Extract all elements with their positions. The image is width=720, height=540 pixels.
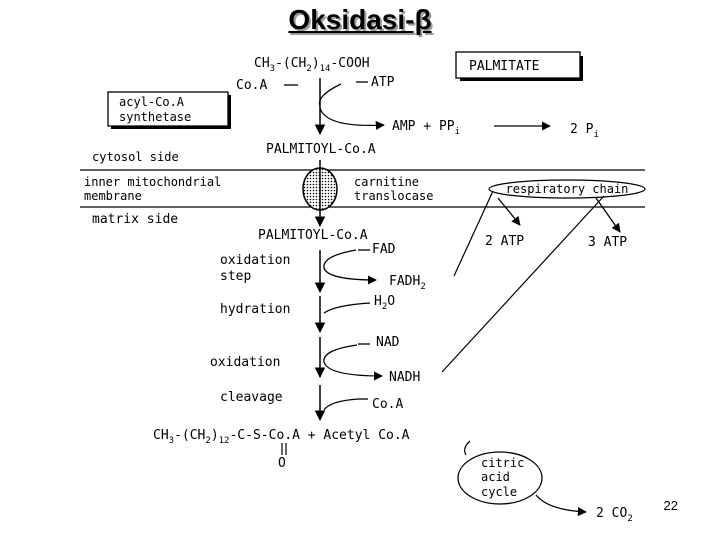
fadh2-to-chain-line <box>453 190 494 277</box>
palmitate-label: PALMITATE <box>469 59 539 74</box>
coa-cleavage-curve <box>323 398 359 411</box>
palmitoyl-coa-cytosol: PALMITOYL-Co.A <box>266 142 376 157</box>
carnitine-label-1: carnitine <box>354 175 419 189</box>
co2-arrow <box>535 494 587 517</box>
citric-label-3: cycle <box>481 485 517 499</box>
citric-label-1: citric <box>481 456 524 470</box>
h2o-curve <box>323 302 371 314</box>
page-number: 22 <box>663 498 678 513</box>
enzyme-label-2: synthetase <box>119 110 191 124</box>
h2o-label: H2O <box>374 294 395 312</box>
oxidation-step-label-2: step <box>220 269 251 284</box>
acetyl-to-cycle-line <box>464 440 471 456</box>
arrow-to-2atp <box>497 197 521 226</box>
coa-input-label: Co.A <box>236 78 267 93</box>
hydration-label: hydration <box>220 302 290 317</box>
cytosol-side-label: cytosol side <box>92 150 179 164</box>
inner-membrane-label-1: inner mitochondrial <box>84 175 221 189</box>
amp-curve-arrow <box>319 107 385 130</box>
fad-curve-arrow <box>323 249 377 285</box>
product-formula: CH3-(CH2)12-C-S-Co.A + Acetyl Co.A <box>153 428 410 446</box>
respiratory-chain-oval <box>488 179 646 199</box>
coa-cleavage-label: Co.A <box>372 397 403 412</box>
nadh-label: NADH <box>389 370 420 385</box>
citric-acid-cycle-circle <box>457 451 543 505</box>
nad-label: NAD <box>376 335 400 350</box>
fad-label: FAD <box>372 242 396 257</box>
palmitoyl-coa-matrix: PALMITOYL-Co.A <box>258 228 368 243</box>
carnitine-label-2: translocase <box>354 189 433 203</box>
two-atp-label: 2 ATP <box>485 234 524 249</box>
respiratory-chain-label: respiratory chain <box>506 182 629 196</box>
co2-label: 2 CO2 <box>596 506 633 524</box>
nadh-to-chain-line <box>441 195 605 373</box>
atp-curve <box>318 83 342 107</box>
cleavage-label: cleavage <box>220 390 283 405</box>
slide-title: Oksidasi-β <box>288 4 432 35</box>
citric-label-2: acid <box>481 470 510 484</box>
two-pi-label: 2 Pi <box>570 122 599 140</box>
carbonyl-oxygen: O <box>278 456 286 471</box>
palmitate-box <box>455 51 581 79</box>
fadh2-label: FADH2 <box>389 274 426 292</box>
amp-ppi-label: AMP + PPi <box>392 119 460 137</box>
nad-curve-arrow <box>323 344 383 381</box>
three-atp-label: 3 ATP <box>588 235 627 250</box>
inner-membrane-label-2: membrane <box>84 189 142 203</box>
oxidation-label: oxidation <box>210 355 280 370</box>
oxidation-step-label-1: oxidation <box>220 253 290 268</box>
arrow-to-3atp <box>595 197 621 233</box>
enzyme-label-1: acyl-Co.A <box>119 95 185 109</box>
atp-input-label: ATP <box>371 75 395 90</box>
matrix-side-label: matrix side <box>92 212 178 227</box>
palmitic-acid-formula: CH3-(CH2)14-COOH <box>254 56 370 74</box>
